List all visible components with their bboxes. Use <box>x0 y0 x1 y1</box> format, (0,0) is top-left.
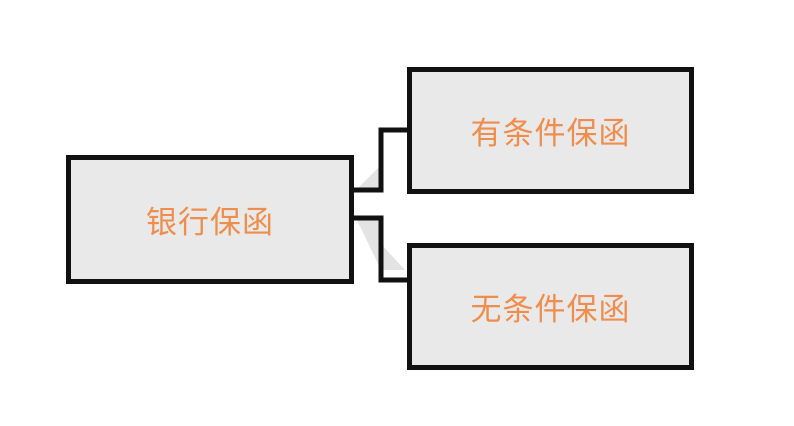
connector-shadow-top <box>356 165 381 190</box>
root-node-bank-guarantee: 银行保函 <box>66 155 354 284</box>
child-node-unconditional-guarantee: 无条件保函 <box>407 243 694 370</box>
child-node-conditional-guarantee: 有条件保函 <box>407 67 694 194</box>
connector-to-bottom-node <box>354 215 407 283</box>
child-node-label: 有条件保函 <box>470 116 631 152</box>
root-node-label: 银行保函 <box>146 205 274 241</box>
child-node-label: 无条件保函 <box>470 292 631 328</box>
connector-to-top-node <box>354 127 407 193</box>
